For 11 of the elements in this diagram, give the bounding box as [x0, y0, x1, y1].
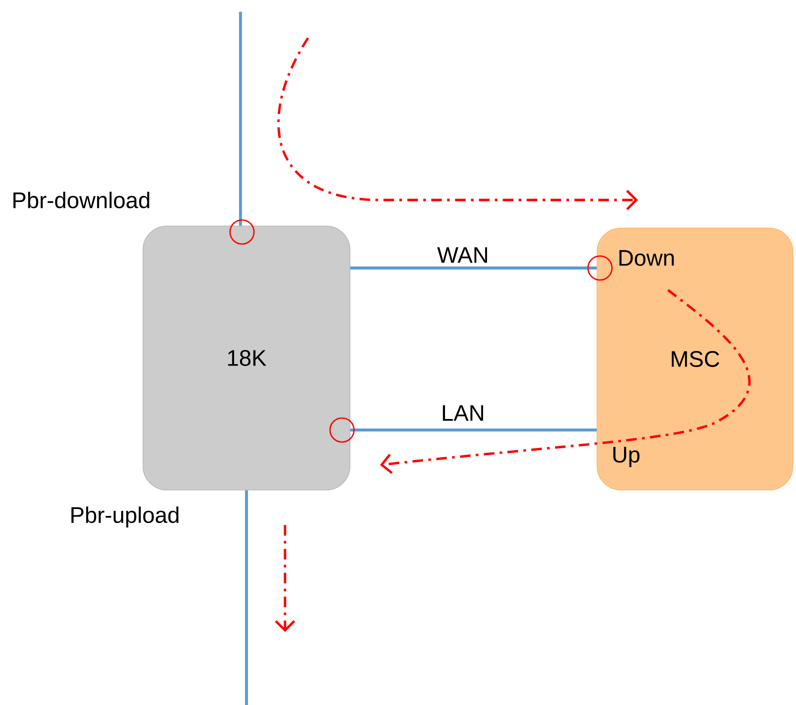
connector-line: [245, 490, 248, 705]
port-label: Up: [613, 446, 640, 468]
port-label: Pbr-download: [13, 192, 150, 208]
edge-label: LAN: [440, 404, 486, 422]
connector-line: [350, 428, 597, 432]
edge-label: WAN: [436, 246, 490, 264]
port-label: Pbr-upload: [71, 506, 178, 528]
port-label: Down: [619, 250, 674, 266]
connector-line: [350, 266, 597, 270]
connector-line: [239, 12, 242, 226]
router-box: 18K: [142, 226, 350, 490]
